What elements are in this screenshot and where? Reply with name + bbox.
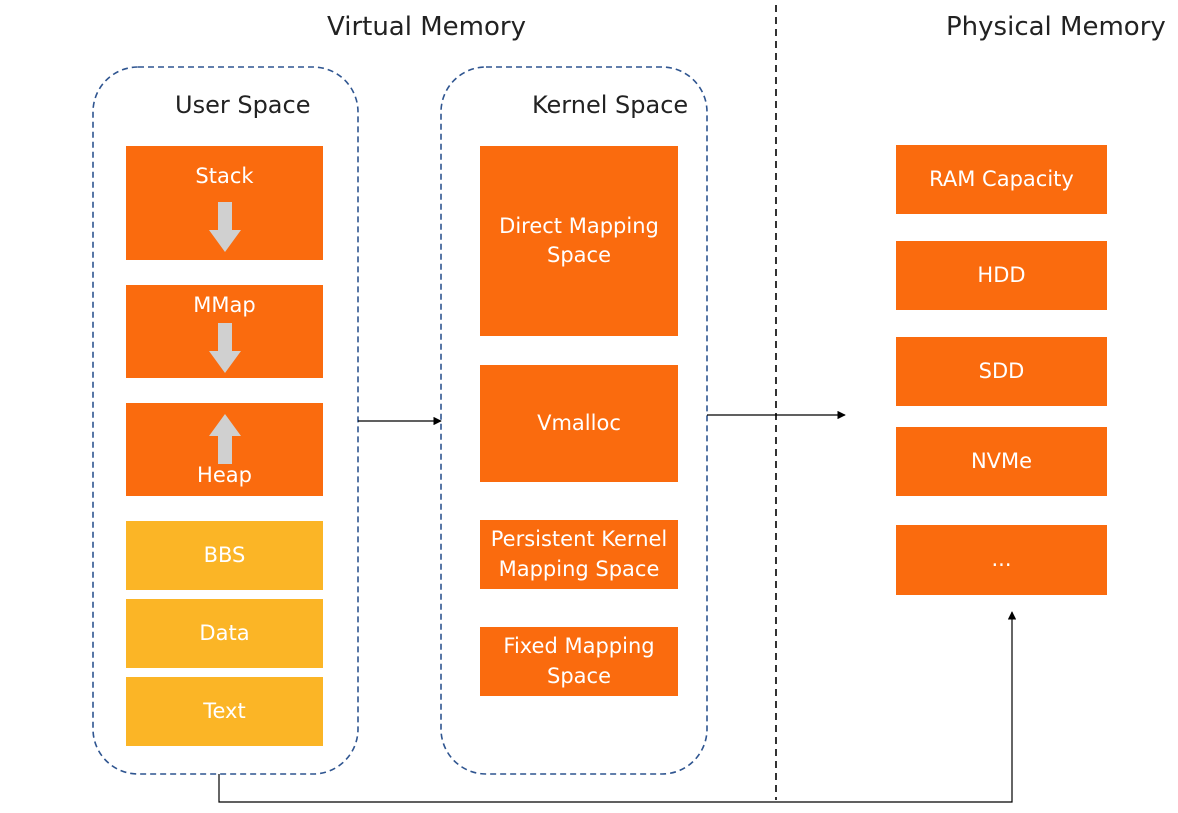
arrow-down-icon <box>208 202 241 252</box>
text-label: Text <box>203 698 246 723</box>
arrow-down-icon <box>208 323 241 373</box>
ram-capacity-label: RAM Capacity <box>929 166 1074 191</box>
user-space-title: User Space <box>175 91 311 119</box>
kernel-space-group-border <box>440 66 708 775</box>
physical-item-more: ... <box>896 525 1107 595</box>
persistent-kernel-mapping-segment: Persistent Kernel Mapping Space <box>480 520 678 589</box>
data-segment: Data <box>126 599 323 668</box>
fixed-mapping-label: Fixed Mapping Space <box>503 634 655 688</box>
heap-label: Heap <box>197 462 252 487</box>
hdd-label: HDD <box>977 262 1026 287</box>
physical-item-ram: RAM Capacity <box>896 145 1107 214</box>
mmap-label: MMap <box>193 293 256 317</box>
nvme-label: NVMe <box>970 448 1033 473</box>
mmap-segment: MMap <box>126 285 323 378</box>
vmalloc-segment: Vmalloc <box>480 365 678 482</box>
fixed-mapping-segment: Fixed Mapping Space <box>480 627 678 696</box>
kernel-space-title: Kernel Space <box>532 91 689 119</box>
direct-mapping-segment: Direct Mapping Space <box>480 146 678 336</box>
bbs-label: BBS <box>203 542 246 567</box>
arrow-up-icon <box>208 414 241 464</box>
persistent-kernel-mapping-label: Persistent Kernel Mapping Space <box>490 527 668 581</box>
text-segment: Text <box>126 677 323 746</box>
direct-mapping-label: Direct Mapping Space <box>499 214 659 268</box>
vmalloc-label: Vmalloc <box>537 410 621 435</box>
bbs-segment: BBS <box>126 521 323 590</box>
sdd-label: SDD <box>978 358 1025 383</box>
virtual-memory-heading: Virtual Memory <box>327 12 526 42</box>
physical-item-sdd: SDD <box>896 337 1107 406</box>
data-label: Data <box>199 620 250 645</box>
stack-label: Stack <box>195 164 254 188</box>
physical-item-nvme: NVMe <box>896 427 1107 496</box>
user-to-physical-arrow <box>218 611 1017 803</box>
heap-segment: Heap <box>126 403 323 496</box>
physical-item-hdd: HDD <box>896 241 1107 310</box>
more-label: ... <box>991 547 1012 572</box>
physical-memory-heading: Physical Memory <box>946 12 1166 42</box>
stack-segment: Stack <box>126 146 323 260</box>
